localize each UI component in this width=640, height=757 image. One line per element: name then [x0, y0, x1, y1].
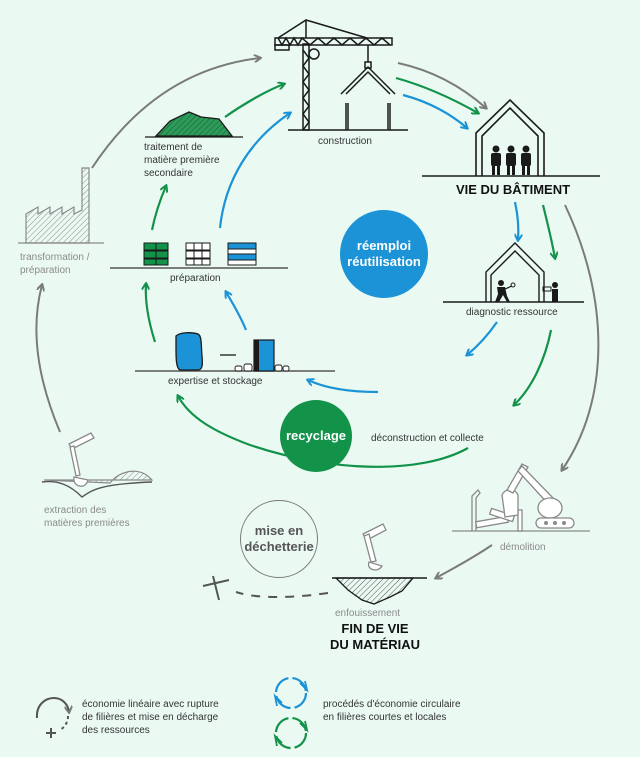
legend-linear-line1: économie linéaire avec rupture: [82, 699, 219, 710]
label-transformation-2: préparation: [20, 265, 71, 276]
legend-circular: procédés d'économie circulaire en filièr…: [323, 698, 461, 724]
green-pallet: [143, 242, 169, 266]
label-diagnostic: diagnostic ressource: [466, 307, 558, 318]
people-icon: [491, 145, 531, 175]
green-arrow-deconstruction-to-expertise: [178, 396, 469, 468]
arc-construction-to-vie: [397, 62, 486, 108]
blue-pallet: [227, 242, 257, 266]
diagnostic-house-icon: [443, 242, 584, 303]
arc-transformation-to-construction: [91, 58, 260, 169]
badge-reemploi-line2: réutilisation: [347, 254, 421, 269]
badge-dechetterie: mise en déchetterie: [240, 500, 318, 578]
label-extraction-2: matières premières: [44, 518, 130, 529]
badge-recyclage: recyclage: [280, 400, 352, 472]
crane-icon: [274, 19, 408, 131]
cross-icon: [202, 575, 230, 601]
white-pallet: [185, 242, 211, 266]
label-deconstruction: déconstruction et collecte: [371, 433, 484, 444]
factory-icon: [18, 167, 104, 244]
house-with-people-icon: [422, 98, 600, 177]
label-demolition: démolition: [500, 542, 546, 553]
legend-circular-green-icon: [273, 716, 309, 750]
label-traitement-3: secondaire: [144, 168, 193, 179]
label-construction: construction: [318, 136, 372, 147]
blue-arrow-deconstruction-to-expertise: [308, 380, 379, 394]
green-arrow-diagnostic-to-deconstruction: [514, 329, 553, 405]
badge-reemploi: réemploi réutilisation: [340, 210, 428, 298]
arc-extraction-to-transformation: [35, 285, 61, 433]
badge-recyclage-label: recyclage: [286, 428, 346, 443]
label-traitement-1: traitement de: [144, 142, 203, 153]
arc-vie-to-demolition: [562, 204, 600, 470]
label-traitement-2: matière première: [144, 155, 220, 166]
legend-linear-icon: [35, 696, 69, 738]
legend-linear-line2: de filières et mise en décharge: [82, 712, 219, 723]
green-arrow-traitement-to-construction: [224, 84, 284, 118]
label-extraction-1: extraction des: [44, 505, 107, 516]
blue-arrow-diagnostic-to-deconstruction: [467, 321, 498, 355]
blue-arrow-preparation-to-construction: [218, 113, 290, 229]
blue-arrow-construction-to-vie: [402, 93, 467, 128]
legend-circular-blue-icon: [273, 676, 309, 710]
pallets-icon: [110, 242, 288, 269]
legend-circular-line1: procédés d'économie circulaire: [323, 699, 461, 710]
excavator-demolition-icon: [452, 463, 590, 532]
label-vie-du-batiment: VIE DU BÂTIMENT: [455, 182, 571, 197]
blue-bigbag: [175, 332, 204, 371]
blue-arrow-vie-to-diagnostic: [515, 201, 518, 240]
badge-reemploi-line1: réemploi: [356, 238, 412, 253]
landfill-pit-icon: [332, 523, 427, 605]
green-pile-icon: [145, 111, 243, 138]
label-fin-de-vie-2: DU MATÉRIAU: [329, 637, 421, 652]
label-preparation: préparation: [170, 273, 221, 284]
green-arrow-vie-to-diagnostic: [541, 204, 555, 258]
label-expertise: expertise et stockage: [168, 376, 263, 387]
legend-linear: économie linéaire avec rupture de filièr…: [82, 698, 219, 737]
badge-dechetterie-line2: déchetterie: [244, 539, 314, 554]
green-arrow-preparation-to-traitement: [150, 186, 166, 231]
green-arrow-construction-to-vie: [395, 76, 478, 113]
arc-demolition-to-enfouissement: [436, 544, 493, 578]
legend-circular-line2: en filières courtes et locales: [323, 712, 447, 723]
label-transformation-1: transformation /: [20, 252, 90, 263]
label-fin-de-vie-1: FIN DE VIE: [341, 621, 409, 636]
extraction-icon: [41, 432, 154, 498]
blue-arrow-expertise-to-preparation: [226, 292, 248, 331]
label-enfouissement: enfouissement: [335, 608, 401, 619]
dashed-arc-enfouissement: [235, 591, 329, 598]
storage-icon: [135, 332, 335, 372]
badge-dechetterie-line1: mise en: [254, 523, 304, 538]
legend-linear-line3: des ressources: [82, 725, 150, 736]
green-arrow-expertise-to-preparation: [146, 284, 157, 343]
